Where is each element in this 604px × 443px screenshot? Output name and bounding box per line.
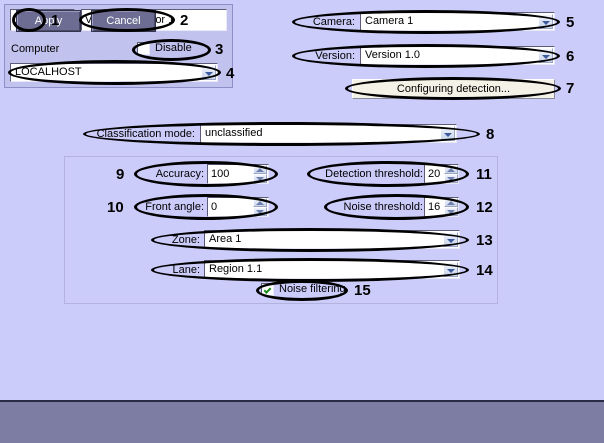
front-angle-spinner <box>253 198 267 216</box>
detection-threshold-label: Detection threshold: <box>318 166 423 183</box>
lane-label: Lane: <box>160 262 200 279</box>
accuracy-spinner <box>253 165 267 183</box>
computer-combo-value: LOCALHOST <box>15 66 82 78</box>
callout-number-6: 6 <box>566 48 575 65</box>
apply-button[interactable]: Apply <box>16 10 81 32</box>
spinner-down-icon[interactable] <box>444 207 458 216</box>
callout-number-10: 10 <box>107 199 124 216</box>
camera-combo-value: Camera 1 <box>365 15 414 27</box>
spinner-up-icon[interactable] <box>253 198 267 207</box>
chevron-down-icon[interactable] <box>440 126 455 141</box>
configuring-detection-button[interactable]: Configuring detection... <box>352 79 555 99</box>
callout-number-13: 13 <box>476 232 493 249</box>
spinner-down-icon[interactable] <box>253 174 267 183</box>
noise-threshold-label: Noise threshold: <box>333 199 423 216</box>
disable-checkbox[interactable] <box>137 42 150 55</box>
callout-number-1: 1 <box>51 12 60 29</box>
callout-number-2: 2 <box>180 12 189 29</box>
classification-mode-label: Classification mode: <box>90 126 195 143</box>
callout-number-8: 8 <box>486 126 495 143</box>
callout-number-3: 3 <box>215 41 224 58</box>
classification-mode-combo: unclassified <box>200 124 457 143</box>
callout-number-5: 5 <box>566 14 575 31</box>
callout-number-7: 7 <box>566 80 575 97</box>
computer-label: Computer <box>11 43 60 56</box>
spinner-down-icon[interactable] <box>253 207 267 216</box>
spinner-up-icon[interactable] <box>444 198 458 207</box>
classification-mode-value: unclassified <box>205 127 263 139</box>
spinner-up-icon[interactable] <box>444 165 458 174</box>
version-combo-value: Version 1.0 <box>365 49 421 61</box>
spinner-down-icon[interactable] <box>444 174 458 183</box>
noise-filtering-checkbox[interactable] <box>261 283 274 296</box>
disable-label: Disable <box>155 42 192 55</box>
callout-number-4: 4 <box>226 65 235 82</box>
zone-combo: Area 1 <box>204 230 460 249</box>
callout-number-11: 11 <box>476 166 492 183</box>
lane-combo: Region 1.1 <box>204 260 460 279</box>
version-label: Version: <box>300 48 355 65</box>
footer-bar <box>0 400 604 443</box>
chevron-down-icon[interactable] <box>201 65 216 80</box>
accuracy-label: Accuracy: <box>144 166 204 183</box>
camera-label: Camera: <box>300 14 355 31</box>
callout-number-14: 14 <box>476 262 493 279</box>
front-angle-label: Front angle: <box>136 199 204 216</box>
zone-label: Zone: <box>160 232 200 249</box>
detection-settings-group <box>64 156 498 304</box>
callout-number-12: 12 <box>476 199 493 216</box>
detection-threshold-spinner <box>444 165 458 183</box>
version-combo: Version 1.0 <box>360 46 555 65</box>
spinner-up-icon[interactable] <box>253 165 267 174</box>
callout-number-15: 15 <box>354 282 371 299</box>
noise-filtering-label: Noise filtering <box>279 283 346 295</box>
noise-threshold-spinner <box>444 198 458 216</box>
cancel-button[interactable]: Cancel <box>91 10 156 32</box>
chevron-down-icon[interactable] <box>538 14 553 29</box>
chevron-down-icon[interactable] <box>443 262 458 277</box>
callout-number-9: 9 <box>116 166 125 183</box>
chevron-down-icon[interactable] <box>538 48 553 63</box>
zone-combo-value: Area 1 <box>209 233 242 245</box>
chevron-down-icon[interactable] <box>443 232 458 247</box>
computer-combo: LOCALHOST <box>10 63 218 82</box>
lane-combo-value: Region 1.1 <box>209 263 263 275</box>
camera-combo: Camera 1 <box>360 12 555 31</box>
